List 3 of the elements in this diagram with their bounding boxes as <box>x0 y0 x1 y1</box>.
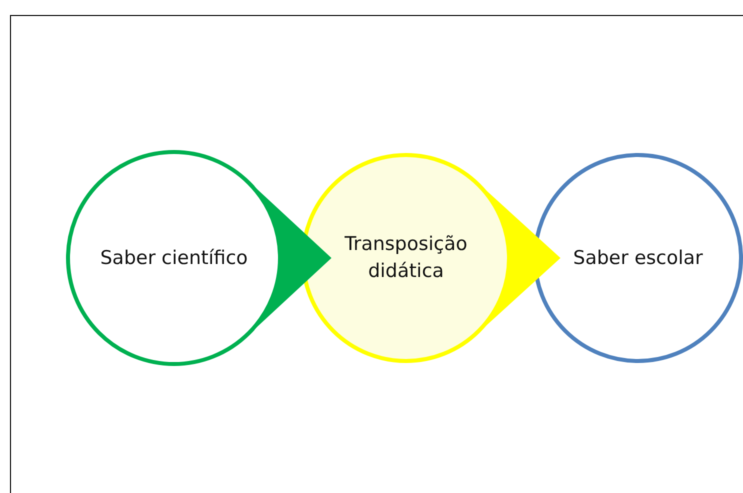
node-label: Transposição didática <box>344 232 468 284</box>
node-label: Saber científico <box>99 246 249 271</box>
node-label: Saber escolar <box>572 246 704 271</box>
